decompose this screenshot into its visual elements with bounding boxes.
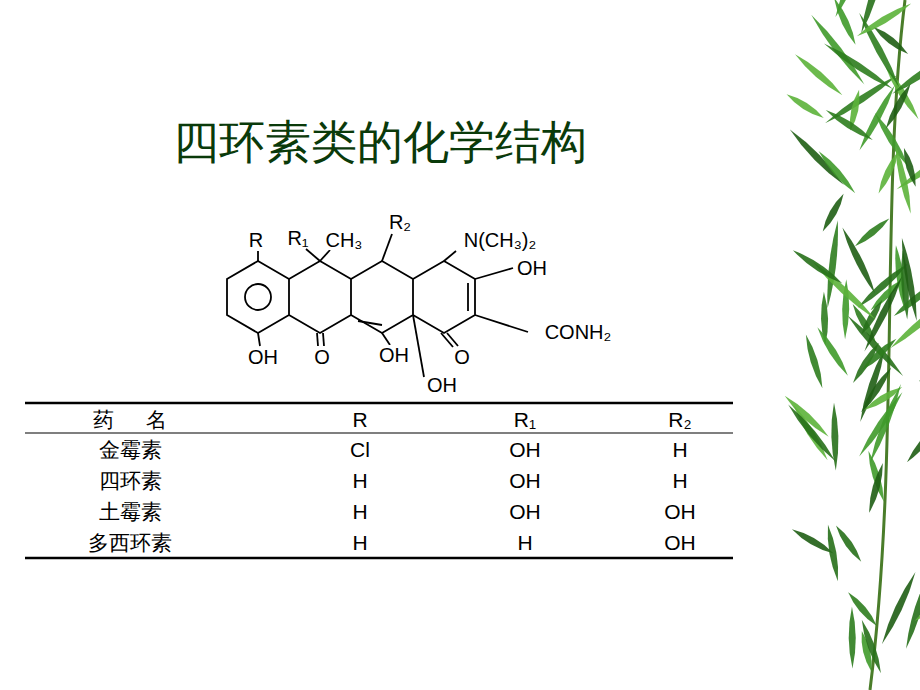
table-cell: H (672, 439, 687, 460)
table-cell: 多西环素 (88, 532, 172, 553)
table-cell: R₁ (514, 409, 536, 430)
table-cell: Cl (350, 439, 370, 460)
atom-label: R₁ (286, 228, 309, 248)
atom-label: R (248, 230, 264, 250)
bamboo-decoration (785, 0, 920, 690)
tetracycline-skeleton (227, 234, 528, 377)
table-cell: 药 名 (93, 409, 166, 430)
table-cell: 四环素 (99, 470, 162, 491)
table-cell: OH (509, 470, 541, 491)
atom-label: CH₃ (324, 230, 363, 250)
atom-label: O (453, 347, 471, 367)
table-cell: H (517, 532, 532, 553)
table-cell: H (672, 470, 687, 491)
table-cell: OH (664, 501, 696, 522)
atom-label: OH (516, 258, 548, 278)
table-cell: H (352, 501, 367, 522)
slide-title: 四环素类的化学结构 (0, 112, 760, 174)
atom-label: R₂ (388, 212, 412, 232)
atom-label: OH (426, 375, 458, 395)
table-cell: H (352, 470, 367, 491)
table-cell: H (352, 532, 367, 553)
atom-label: N(CH₃)₂ (463, 230, 538, 250)
table-cell: 土霉素 (99, 501, 162, 522)
atom-label: OH (378, 345, 410, 365)
table-cell: OH (664, 532, 696, 553)
table-rules (25, 403, 733, 558)
table-cell: OH (509, 501, 541, 522)
table-cell: R (352, 409, 367, 430)
table-cell: OH (509, 439, 541, 460)
atom-label: O (313, 347, 331, 367)
atom-label: CONH₂ (544, 322, 613, 342)
table-cell: 金霉素 (99, 439, 162, 460)
table-cell: R₂ (668, 409, 691, 430)
atom-label: OH (247, 347, 279, 367)
